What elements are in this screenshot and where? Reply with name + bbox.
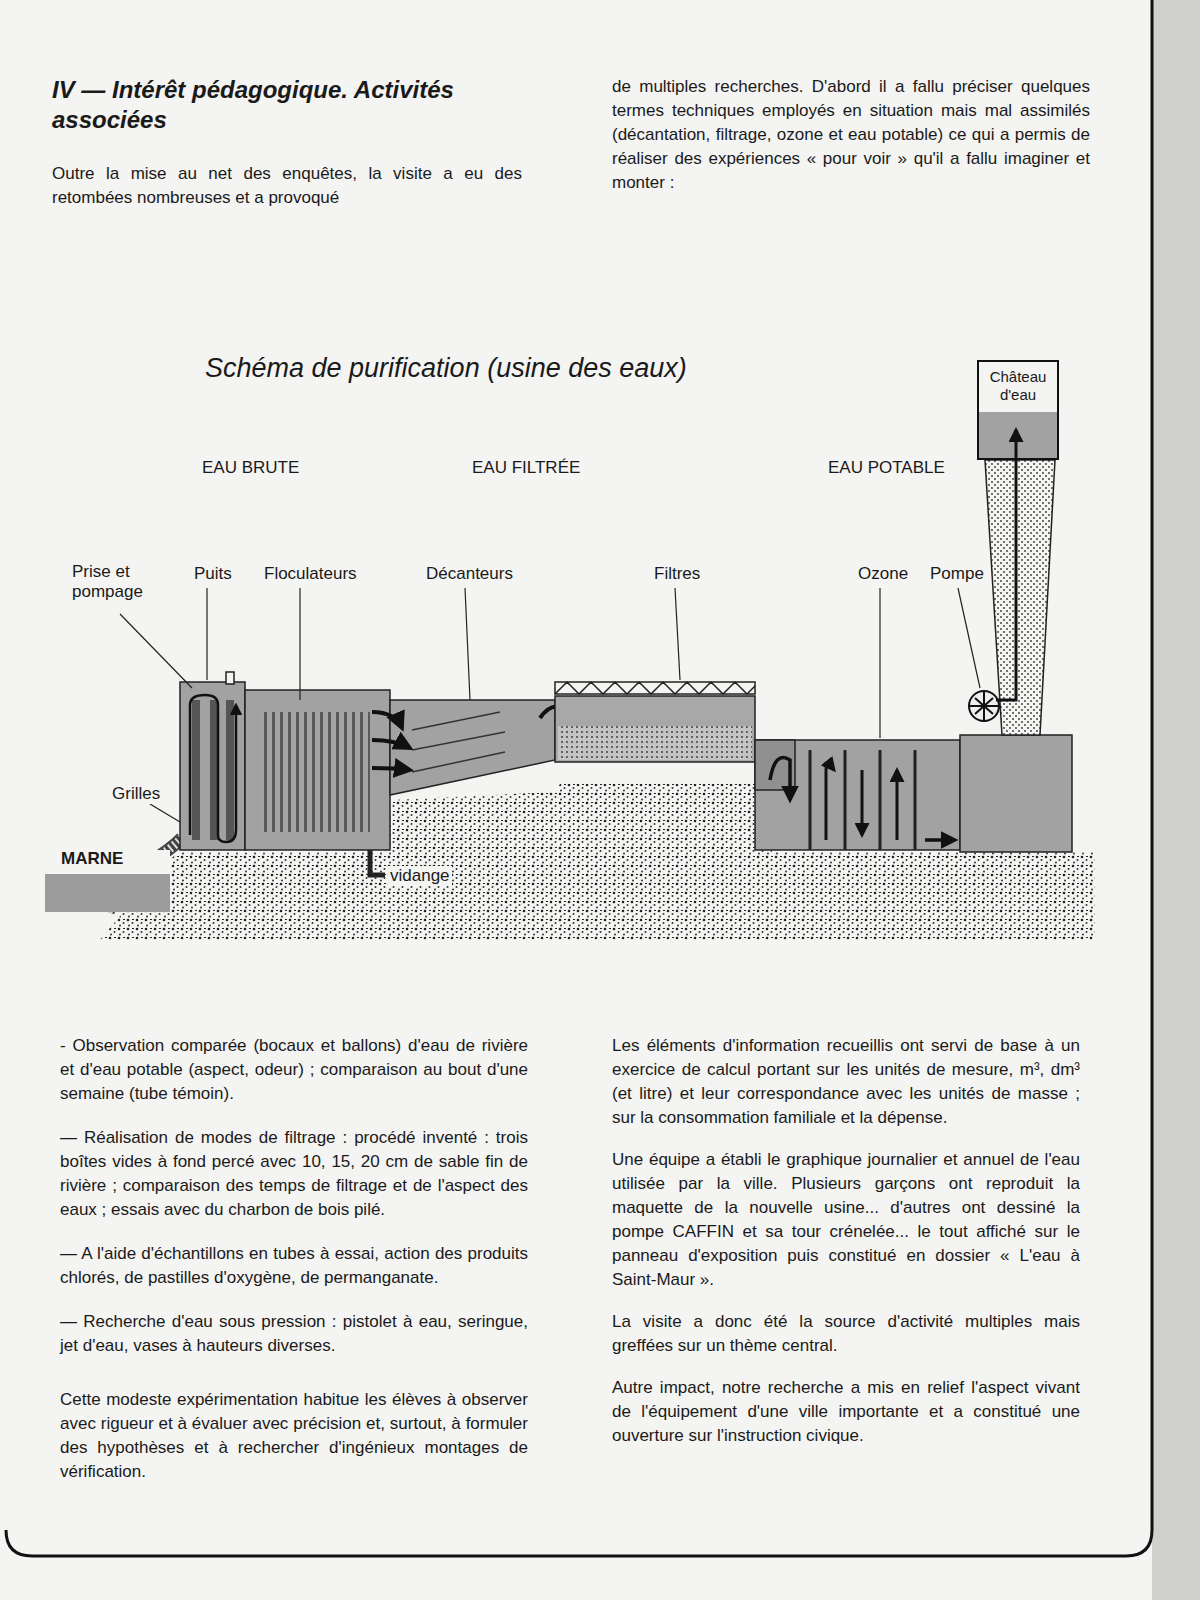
flocculator	[245, 690, 390, 850]
tower	[969, 691, 999, 721]
stage-label: EAU BRUTE	[200, 458, 301, 478]
tower	[979, 412, 1057, 458]
water-tower-tank: Château d'eau	[977, 360, 1059, 460]
part-label: Décanteurs	[424, 564, 515, 584]
filters	[555, 696, 755, 762]
ozone-tanks	[770, 758, 790, 801]
flocculator	[262, 712, 370, 832]
leader-line	[299, 588, 300, 700]
filters	[558, 726, 752, 760]
text-column: Les éléments d'information recueillis on…	[612, 1034, 1080, 1448]
part-label: Grilles	[110, 784, 162, 804]
section-heading: IV — Intérêt pédagogique. Activités asso…	[52, 75, 522, 135]
diagram-title: Schéma de purification (usine des eaux)	[205, 352, 687, 384]
leader-line	[879, 588, 880, 738]
text-column: - Observation comparée (bocaux et ballon…	[60, 1034, 528, 1484]
ozone-tanks	[826, 765, 834, 840]
part-label: Floculateurs	[262, 564, 359, 584]
leader-line	[675, 588, 680, 680]
decanter	[390, 700, 555, 795]
leader-line	[958, 588, 980, 688]
leader-line	[465, 588, 470, 700]
body-text: La visite a donc été la source d'activit…	[612, 1310, 1080, 1358]
filters	[555, 682, 755, 694]
part-label: Filtres	[652, 564, 702, 584]
leader-line	[150, 804, 180, 822]
body-text: Cette modeste expérimentation habitue le…	[60, 1388, 528, 1484]
well	[180, 672, 245, 850]
body-text: Une équipe a établi le graphique journal…	[612, 1148, 1080, 1292]
leader-line	[206, 588, 207, 680]
ozone-tanks	[896, 770, 899, 840]
ozone-tanks	[810, 750, 915, 850]
node-text: MARNE	[61, 850, 170, 868]
body-text: Autre impact, notre recherche a mis en r…	[612, 1376, 1080, 1448]
part-label: Prise et pompage	[70, 562, 194, 602]
flocculator	[370, 850, 385, 875]
stage-label: EAU POTABLE	[826, 458, 947, 478]
flocculator	[245, 690, 390, 875]
tower	[960, 735, 1072, 852]
part-label: Puits	[192, 564, 234, 584]
page-edge	[1152, 0, 1200, 1600]
tower	[996, 430, 1016, 700]
well	[196, 700, 230, 840]
stage-label: EAU FILTRÉE	[470, 458, 582, 478]
part-label: vidange	[388, 866, 452, 886]
ozone-tanks	[755, 740, 960, 850]
leader-line	[120, 614, 192, 688]
ozone-tanks	[755, 740, 960, 850]
tower	[985, 460, 1055, 735]
well	[180, 682, 245, 850]
ozone-tanks	[925, 838, 955, 842]
tower	[960, 412, 1072, 852]
body-text: — Recherche d'eau sous pression : pistol…	[60, 1310, 528, 1358]
decanter	[372, 768, 410, 770]
well	[226, 672, 234, 684]
body-text: — Réalisation de modes de filtrage : pro…	[60, 1126, 528, 1222]
river-band: MARNE	[45, 850, 170, 912]
node-text: Château d'eau	[981, 368, 1055, 404]
body-text: - Observation comparée (bocaux et ballon…	[60, 1034, 528, 1106]
decanter	[372, 712, 402, 728]
well	[190, 695, 236, 842]
decanter	[412, 712, 505, 772]
part-label: Ozone	[856, 564, 910, 584]
body-text: Outre la mise au net des enquêtes, la vi…	[52, 162, 522, 210]
decanter	[372, 700, 575, 795]
page-frame	[6, 0, 1152, 1556]
ozone-tanks	[861, 770, 864, 835]
tower	[968, 690, 1000, 722]
decanter	[372, 740, 410, 748]
filters	[555, 682, 755, 694]
filters	[555, 682, 755, 762]
leader-line	[120, 588, 980, 822]
body-text: de multiples recherches. D'abord il a fa…	[612, 75, 1090, 195]
body-text: — A l'aide d'échantillons en tubes à ess…	[60, 1242, 528, 1290]
part-label: Pompe	[928, 564, 986, 584]
body-text: Les éléments d'information recueillis on…	[612, 1034, 1080, 1130]
